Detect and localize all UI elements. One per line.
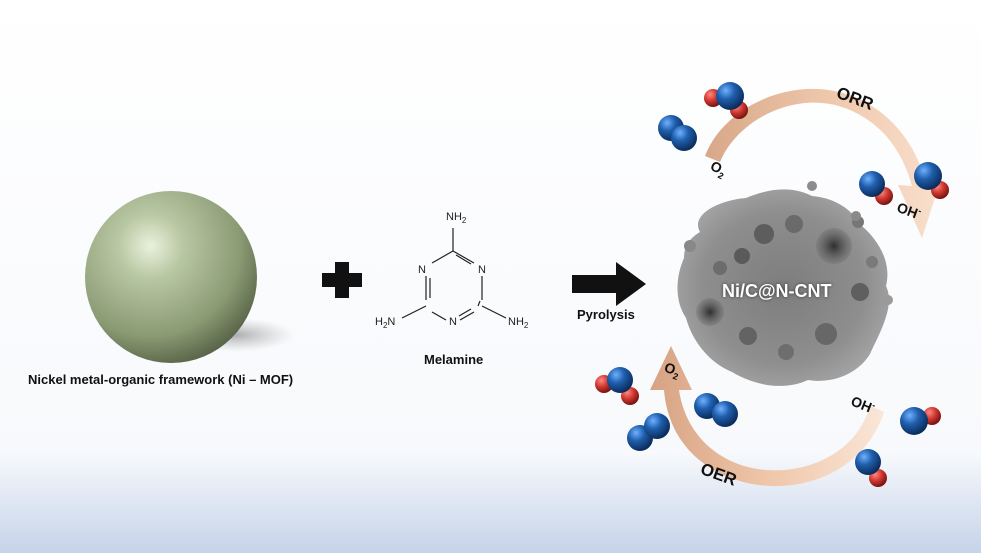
o2-molecule-bottom-left-2 — [627, 413, 670, 451]
oh-molecule-bottom-right-1 — [900, 407, 941, 435]
oh-molecule-bottom-left — [595, 367, 639, 405]
oh-molecule-top-right-1 — [859, 171, 893, 205]
melamine-atoms: NH2 N N N H2N NH2 — [375, 211, 529, 330]
melamine-structure — [401, 228, 507, 321]
ni-c-n-cnt-particle — [677, 181, 893, 386]
melamine-n-bottom: N — [449, 316, 457, 328]
melamine-caption: Melamine — [424, 352, 484, 367]
melamine-nh2-right: NH2 — [508, 316, 529, 330]
oh-molecule-bottom-right-2 — [855, 449, 887, 487]
o2-molecule-top-left — [658, 115, 697, 151]
product-label: Ni/C@N-CNT — [722, 281, 832, 301]
melamine-nh2-top: NH2 — [446, 211, 467, 225]
oer-cycle-arrow — [650, 346, 884, 487]
melamine-n-left-upper: N — [418, 264, 426, 276]
o2-molecule-bottom-mid — [694, 393, 738, 427]
melamine-n-right-upper: N — [478, 264, 486, 276]
pyrolysis-caption: Pyrolysis — [577, 307, 635, 322]
oh-molecule-top-left — [704, 82, 748, 119]
sphere-body — [85, 191, 257, 363]
orr-cycle-arrow — [705, 88, 940, 238]
melamine-nh2-left: H2N — [375, 316, 395, 330]
plus-icon — [322, 262, 362, 298]
ni-mof-sphere — [85, 191, 295, 363]
ni-mof-caption: Nickel metal-organic framework (Ni – MOF… — [28, 372, 294, 387]
pyrolysis-arrow — [572, 262, 646, 306]
oh-molecule-top-right-2 — [914, 162, 949, 199]
